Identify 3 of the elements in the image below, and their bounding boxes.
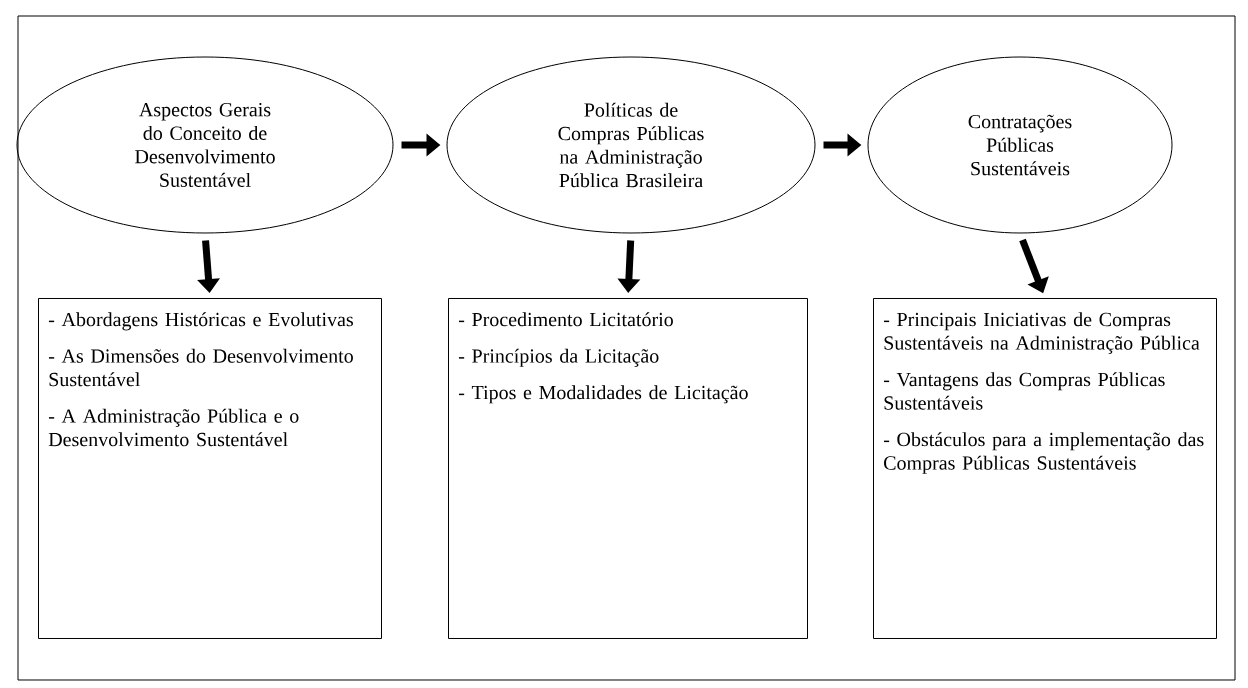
text-box: - Procedimento Licitatório - Princípios da Licitação - Tipos e Modalidades de Licitação <box>448 298 808 639</box>
text-box: - Abordagens Históricas e Evolutivas - As Dimensões do Desenvolvimento Sustentável - A Administração Pública e o Desenvolvimento Sustentável <box>38 298 382 639</box>
text-box: - Principais Iniciativas de Compras Sustentáveis na Administração Pública - Vantagens das Compras Públicas Sustentáveis - Obstáculos para a implementação das Compras Públicas Sustentáveis <box>873 298 1217 639</box>
